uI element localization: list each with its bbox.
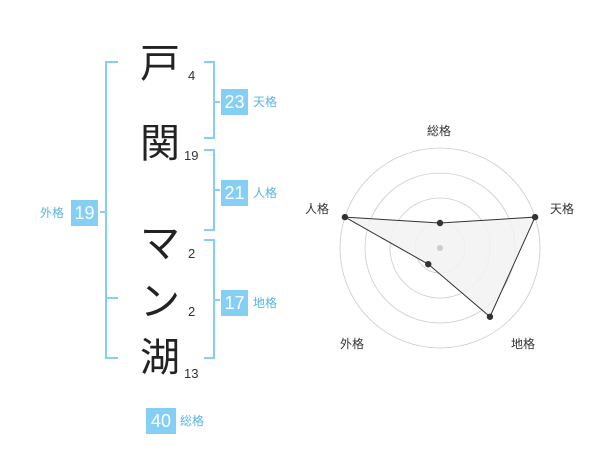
radar-point-1 (531, 213, 539, 221)
tenkaku-bracket (204, 61, 215, 139)
tenkaku-label: 天格 (253, 95, 278, 109)
soukaku-label: 総格 (180, 414, 205, 428)
radar-ring-4 (339, 147, 541, 349)
radar-polygon (344, 216, 536, 318)
name-char-5: 湖 (140, 335, 180, 381)
radar-axis-label-tenkaku: 天格 (549, 202, 574, 216)
name-char-2: 関 (140, 121, 180, 167)
radar-axis-label-jinkaku: 人格 (304, 202, 329, 216)
stroke-count-1: 4 (188, 68, 196, 83)
stroke-count-5: 13 (184, 366, 199, 381)
stroke-count-4: 2 (188, 304, 196, 319)
radar-center-dot (437, 245, 443, 251)
radar-axis-label-gaikaku: 外格 (339, 337, 364, 351)
chikaku-badge: 17 (221, 290, 248, 316)
jinkaku-badge: 21 (221, 180, 248, 206)
stroke-count-3: 2 (188, 246, 196, 261)
tenkaku-badge: 23 (221, 89, 248, 115)
jinkaku-label: 人格 (253, 186, 278, 200)
radar-axis-label-chikaku: 地格 (510, 337, 535, 351)
name-char-1: 戸 (140, 41, 180, 87)
gaikaku-badge: 19 (71, 200, 98, 226)
chikaku-label: 地格 (253, 296, 278, 310)
name-char-4: ン (140, 279, 180, 325)
gaikaku-bracket (105, 61, 118, 359)
soukaku-badge: 40 (146, 408, 176, 434)
radar-point-0 (436, 219, 444, 227)
radar-point-2 (486, 313, 494, 320)
name-char-3: マ (140, 221, 180, 267)
radar-point-3 (425, 260, 432, 268)
gaikaku-label: 外格 (40, 206, 65, 220)
radar-point-4 (341, 213, 349, 221)
stroke-count-2: 19 (184, 148, 199, 163)
radar-axis-label-soukaku: 総格 (426, 124, 451, 138)
